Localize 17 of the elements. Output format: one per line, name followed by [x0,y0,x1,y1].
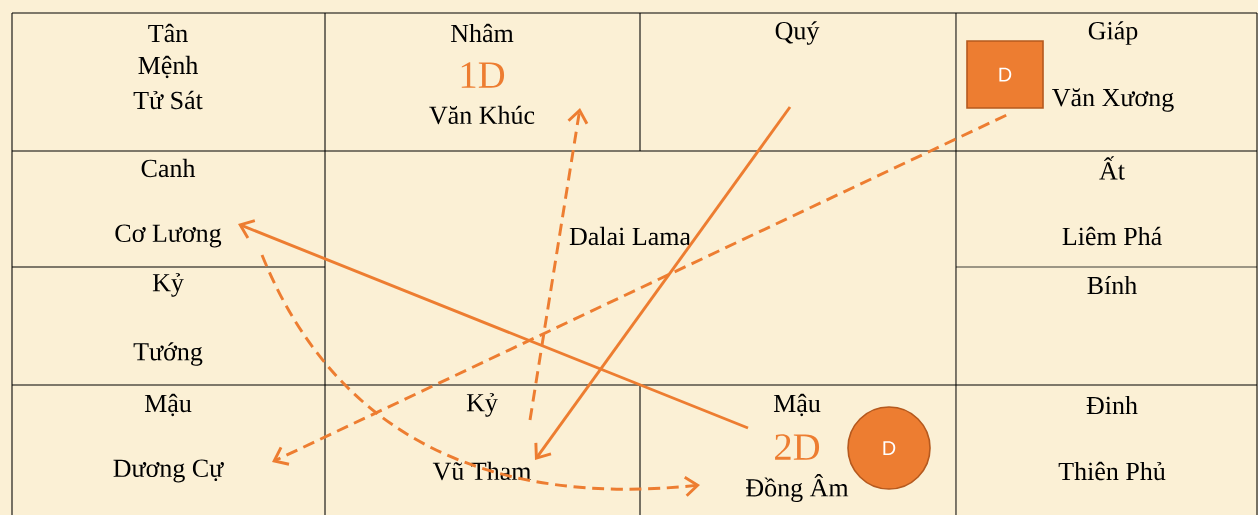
cell-label: Bính [1087,275,1137,295]
cell-label: Giáp Văn Xương [1052,21,1174,112]
cell-label: Đinh Thiên Phủ [1058,396,1166,481]
arrow [238,219,749,430]
cell-label: Nhâm 1D Văn Khúc [429,23,535,125]
cell-label: Quý [775,21,820,45]
arrow [528,108,589,421]
cell-label: Canh Cơ Lương [115,158,222,248]
arrow [534,106,792,460]
cell-label: Mậu Dương Cự [113,393,224,483]
arrow [260,254,700,497]
cell-label: Mậu 2D Đồng Âm [746,393,849,502]
cell-label: Tân Mệnh Tử Sát [133,23,203,110]
cell-label: Dalai Lama [569,226,691,246]
cell-label: Kỷ Tướng [133,273,203,366]
arrow [272,113,1007,466]
cell-label: Ất Liêm Phá [1062,156,1162,246]
